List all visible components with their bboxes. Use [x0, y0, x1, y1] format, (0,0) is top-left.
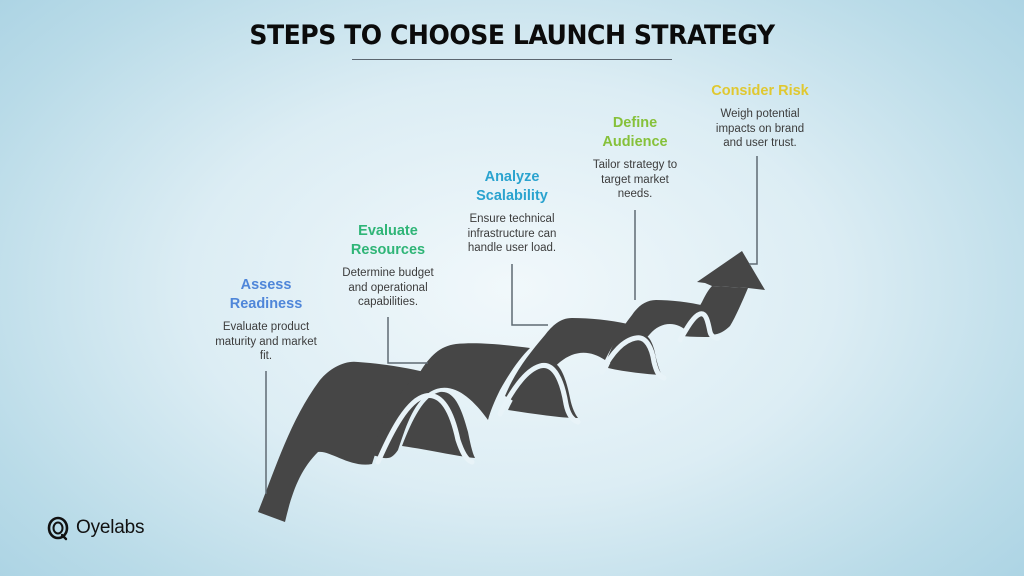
- step-desc-line: Determine budget: [342, 267, 434, 279]
- step-desc-line: Weigh potential: [720, 108, 800, 120]
- step-heading-line1: Consider Risk: [711, 83, 809, 99]
- brand-logo: Oyelabs: [46, 515, 145, 541]
- ribbon-segment-5: [688, 286, 748, 335]
- step-description: Evaluate product maturity and market fit…: [196, 320, 336, 364]
- step-desc-line: impacts on brand: [715, 122, 805, 135]
- connector-evaluate: [387, 317, 428, 364]
- step-define-audience: Define Audience Tailor strategy to targe…: [565, 114, 705, 202]
- step-desc-line: target market: [601, 173, 669, 186]
- ribbon-segment-2: [372, 343, 530, 459]
- arrow-head: [697, 251, 765, 290]
- ribbon-segment-1: [258, 361, 432, 522]
- step-heading-line1: Assess: [240, 277, 292, 293]
- ribbon-fold-2: [508, 361, 578, 418]
- step-heading: Consider Risk: [690, 82, 830, 101]
- step-description: Tailor strategy to target market needs.: [565, 158, 705, 202]
- fold-highlight-1: [375, 393, 475, 465]
- step-analyze-scalability: Analyze Scalability Ensure technical inf…: [442, 168, 582, 256]
- step-heading: Analyze Scalability: [442, 168, 582, 206]
- step-desc-line: needs.: [617, 188, 653, 200]
- step-desc-line: handle user load.: [467, 242, 557, 254]
- step-desc-line: Tailor strategy to: [592, 159, 678, 171]
- connector-consider: [749, 156, 758, 265]
- step-heading-line1: Define: [612, 115, 658, 131]
- step-heading: Define Audience: [565, 114, 705, 152]
- step-desc-line: Evaluate product: [222, 321, 310, 333]
- step-desc-line: Ensure technical: [469, 213, 555, 225]
- oyelabs-logo-icon: [47, 516, 69, 541]
- step-assess-readiness: Assess Readiness Evaluate product maturi…: [196, 276, 336, 364]
- step-desc-line: fit.: [259, 350, 273, 362]
- brand-name: Oyelabs: [76, 517, 145, 538]
- step-desc-line: and user trust.: [723, 137, 797, 149]
- fold-highlight-4: [677, 311, 721, 343]
- page-title: STEPS TO CHOOSE LAUNCH STRATEGY: [249, 20, 775, 51]
- connector-analyze: [511, 264, 548, 326]
- step-heading: Evaluate Resources: [318, 222, 458, 260]
- fold-highlight-3: [599, 335, 667, 381]
- step-description: Weigh potential impacts on brand and use…: [690, 107, 830, 151]
- connectors: [265, 156, 758, 494]
- step-desc-line: infrastructure can: [467, 227, 557, 240]
- step-heading-line1: Evaluate: [358, 223, 418, 239]
- step-description: Ensure technical infrastructure can hand…: [442, 212, 582, 256]
- step-consider-risk: Consider Risk Weigh potential impacts on…: [690, 82, 830, 151]
- ribbon-segments: [258, 251, 765, 522]
- step-heading-line2: Readiness: [229, 296, 303, 312]
- step-desc-line: maturity and market: [215, 335, 317, 348]
- fold-highlight-2: [497, 363, 581, 425]
- step-desc-line: capabilities.: [357, 296, 419, 308]
- step-heading: Assess Readiness: [196, 276, 336, 314]
- step-heading-line2: Audience: [602, 134, 668, 150]
- ribbon-fold-highlights: [375, 311, 721, 465]
- step-heading-line1: Analyze: [484, 169, 540, 185]
- title-underline: [352, 59, 672, 60]
- step-description: Determine budget and operational capabil…: [318, 266, 458, 310]
- step-heading-line2: Scalability: [476, 188, 548, 204]
- step-heading-line2: Resources: [350, 242, 426, 258]
- step-desc-line: and operational: [348, 281, 428, 294]
- step-evaluate-resources: Evaluate Resources Determine budget and …: [318, 222, 458, 310]
